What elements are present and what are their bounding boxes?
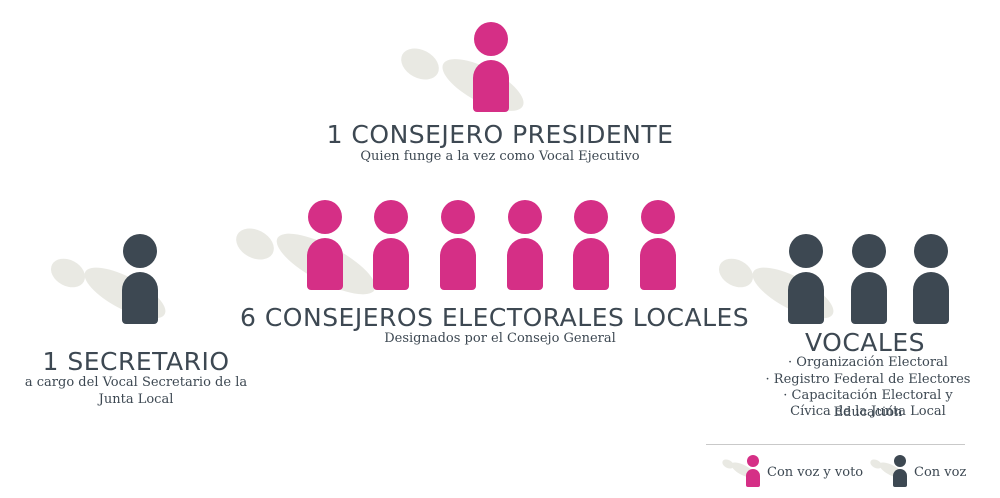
secretario-subtitle-line2: Junta Local <box>98 392 174 407</box>
vocal-person-icon <box>851 234 887 324</box>
consejeros-subtitle: Designados por el Consejo General <box>384 331 616 346</box>
consejero-person-icon <box>373 200 409 290</box>
consejero-person-icon <box>573 200 609 290</box>
consejeros-title: 6 CONSEJEROS ELECTORALES LOCALES <box>240 303 750 332</box>
consejero-person-icon <box>307 200 343 290</box>
legend-voto-person-icon <box>746 455 760 487</box>
consejero-person-icon <box>507 200 543 290</box>
legend-divider <box>706 444 965 445</box>
vocal-person-icon <box>913 234 949 324</box>
presidente-title: 1 CONSEJERO PRESIDENTE <box>326 120 674 149</box>
vocales-item: · Registro Federal de Electores <box>765 372 971 387</box>
secretario-person-icon <box>122 234 158 324</box>
vocales-item: · Organización Electoral <box>788 355 948 370</box>
legend-voz-label: Con voz <box>914 465 967 480</box>
secretario-subtitle-line1: a cargo del Vocal Secretario de la <box>24 375 248 390</box>
vocal-person-icon <box>788 234 824 324</box>
vocales-title: VOCALES <box>805 328 925 357</box>
presidente-person-icon <box>473 22 509 112</box>
consejero-person-icon <box>440 200 476 290</box>
vocales-item: · Capacitación Electoral y Educación <box>783 388 953 420</box>
presidente-subtitle: Quien funge a la vez como Vocal Ejecutiv… <box>360 149 640 164</box>
shadow-presidente <box>395 40 720 130</box>
secretario-title: 1 SECRETARIO <box>42 347 230 376</box>
legend-voto-label: Con voz y voto <box>767 465 864 480</box>
consejero-person-icon <box>640 200 676 290</box>
vocales-item: Cívica de la Junta Local <box>790 404 946 419</box>
legend-voz-person-icon <box>893 455 907 487</box>
